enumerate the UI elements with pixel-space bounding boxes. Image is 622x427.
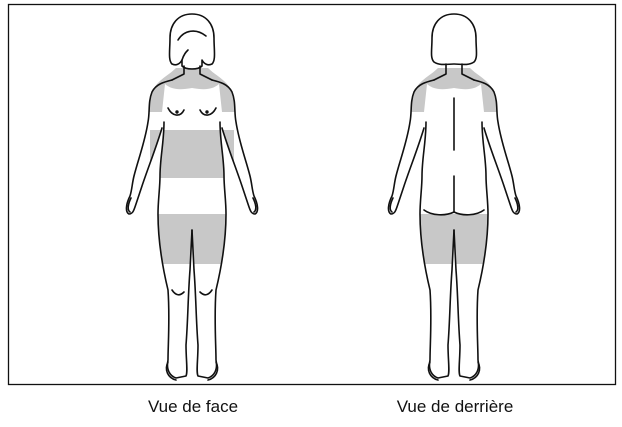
- back-figure: [388, 14, 519, 380]
- diagram-frame: [9, 5, 616, 385]
- front-view-caption: Vue de face: [93, 397, 293, 417]
- back-view-caption: Vue de derrière: [355, 397, 555, 417]
- front-figure: [126, 14, 257, 380]
